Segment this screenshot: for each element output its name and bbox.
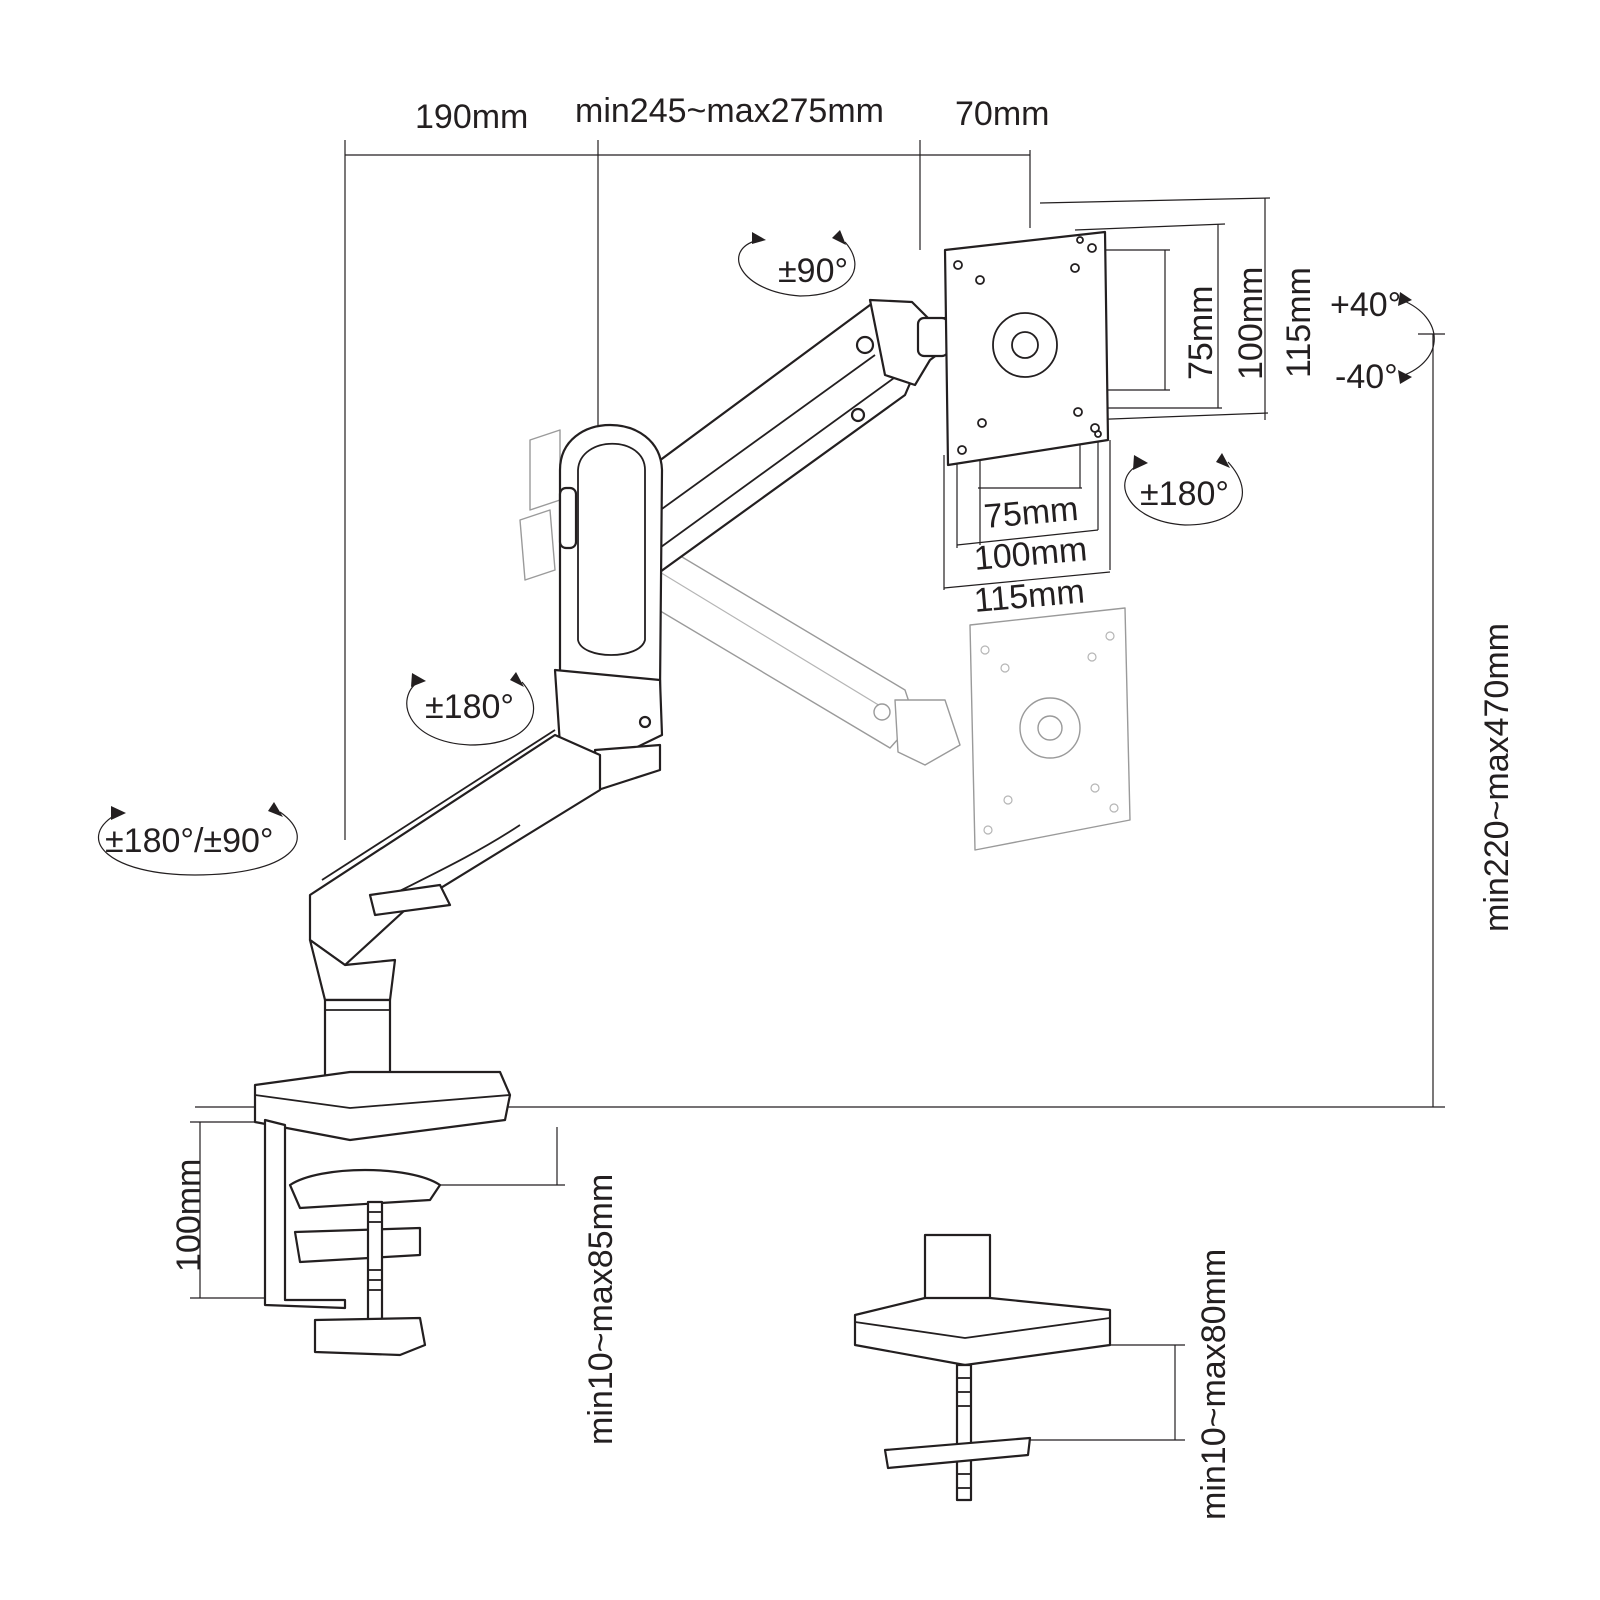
arrowhead-icon: [268, 802, 283, 817]
vesa-v-115-label: 115mm: [1280, 267, 1318, 378]
vesa-h-100-label: 100mm: [972, 530, 1088, 578]
arrowhead-icon: [1133, 455, 1148, 470]
arrowhead-icon: [510, 672, 524, 687]
tilt-down-label: -40°: [1335, 358, 1398, 396]
arm-segment-1-label: 190mm: [415, 98, 528, 136]
rotation-arcs: [97, 230, 1435, 876]
clamp-desk-thickness-label: min10~max85mm: [582, 1174, 620, 1445]
dimension-lines: [190, 140, 1445, 1441]
dimension-labels: 190mm min245~max275mm 70mm ±90° +40° -40…: [105, 92, 1516, 1520]
grommet-desk-thickness-label: min10~max80mm: [1195, 1249, 1233, 1520]
arrowhead-icon: [832, 230, 846, 245]
lower-arm: [308, 729, 602, 967]
arrowhead-icon: [411, 673, 426, 687]
arm-segment-2-label: min245~max275mm: [575, 92, 884, 130]
elbow-rotation-label: ±180°: [425, 688, 514, 726]
vesa-plate-raised: [943, 230, 1110, 467]
grommet-mount: [853, 1233, 1112, 1502]
vesa-rotation-label: ±180°: [1140, 475, 1229, 513]
arrowhead-icon: [1398, 370, 1412, 384]
tilt-up-label: +40°: [1330, 286, 1401, 324]
ghost-arm-lowered: [519, 429, 1131, 851]
base-rotation-label: ±180°/±90°: [105, 822, 274, 860]
arrowhead-icon: [1216, 453, 1230, 468]
vesa-v-100-label: 100mm: [1232, 267, 1270, 380]
pole-and-clamp: [253, 938, 512, 1357]
head-rotation-label: ±90°: [778, 252, 848, 290]
clamp-height-label: 100mm: [170, 1159, 208, 1272]
vesa-v-75-label: 75mm: [1182, 286, 1220, 380]
vesa-h-75-label: 75mm: [982, 490, 1079, 536]
arrowhead-icon: [111, 806, 126, 820]
arrowhead-icon: [1398, 292, 1412, 306]
arrowhead-icon: [752, 232, 766, 244]
elbow-housing: [553, 424, 664, 792]
head-offset-label: 70mm: [955, 95, 1049, 133]
height-range-label: min220~max470mm: [1478, 623, 1516, 932]
vesa-h-115-label: 115mm: [972, 572, 1086, 620]
